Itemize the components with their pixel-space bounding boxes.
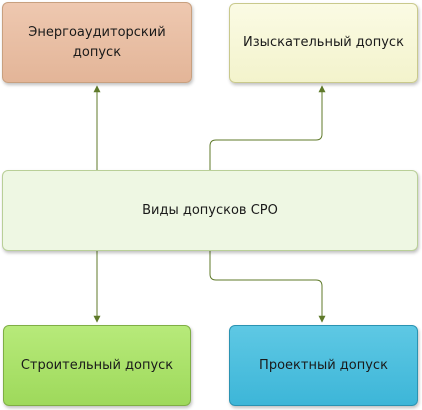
survey-permit-label: Изыскательный допуск bbox=[243, 35, 404, 50]
survey-permit-node: Изыскательный допуск bbox=[229, 3, 418, 83]
sro-permit-types-label: Виды допусков СРО bbox=[142, 202, 278, 218]
arrow-to-project bbox=[209, 251, 326, 323]
design-permit-label: Проектный допуск bbox=[259, 357, 388, 373]
design-permit-node: Проектный допуск bbox=[229, 325, 418, 406]
construction-permit-label: Строительный допуск bbox=[20, 357, 174, 373]
arrow-to-survey bbox=[209, 85, 326, 170]
construction-permit-node: Строительный допуск bbox=[3, 325, 191, 406]
energy-audit-permit-node: Энергоаудиторский допуск bbox=[2, 2, 192, 83]
sro-permit-types-node: Виды допусков СРО bbox=[2, 170, 418, 251]
energy-audit-permit-label: Энергоаудиторский допуск bbox=[28, 24, 166, 60]
